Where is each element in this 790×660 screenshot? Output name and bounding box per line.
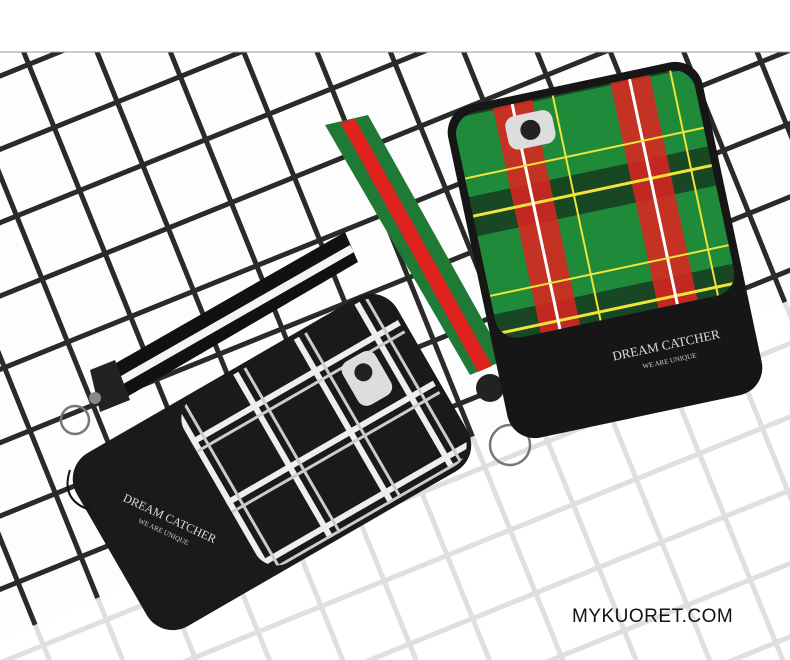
green-plaid-case: DREAM CATCHER WE ARE UNIQUE	[447, 61, 763, 439]
black-white-strap	[59, 232, 358, 436]
green-red-strap	[325, 115, 532, 467]
black-plaid-case: DREAM CATCHER WE ARE UNIQUE	[72, 293, 472, 631]
watermark: MYKUORET.COM	[572, 606, 734, 627]
top-band	[0, 0, 790, 52]
